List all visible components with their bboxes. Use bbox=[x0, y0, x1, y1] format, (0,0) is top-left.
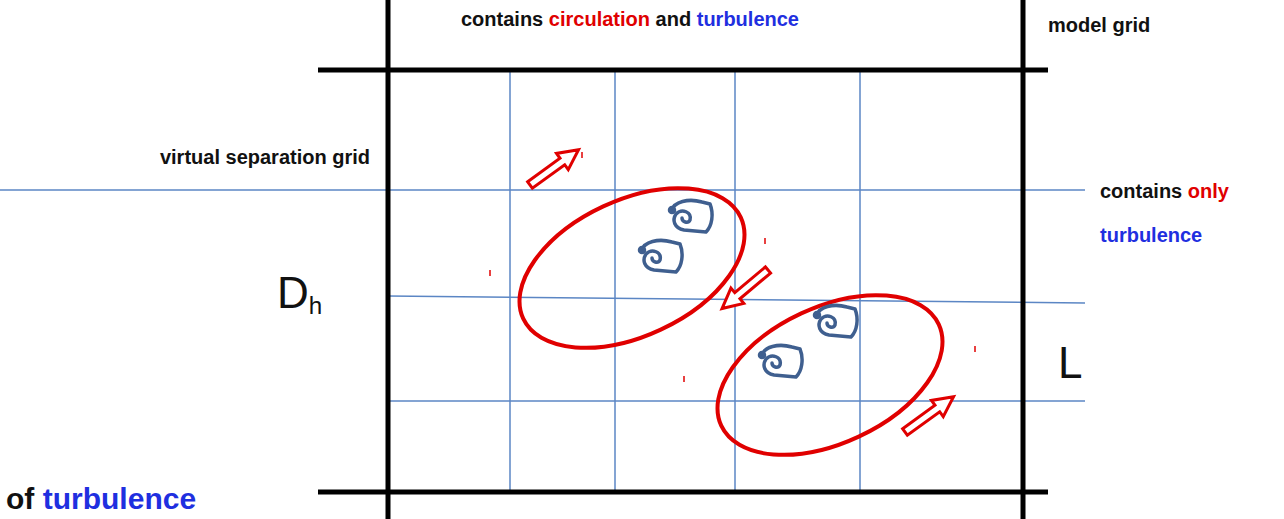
model-grid-line bbox=[318, 68, 1048, 73]
grid-line bbox=[859, 70, 861, 492]
grid-caption: model grid bbox=[1048, 14, 1150, 37]
flow-arrows bbox=[524, 142, 959, 440]
dimension-symbol: D bbox=[277, 268, 309, 317]
caption-word: of bbox=[6, 482, 34, 515]
eddy-symbol bbox=[760, 345, 803, 377]
turbulence-word: turbulence bbox=[697, 8, 799, 30]
turbulence-word: turbulence bbox=[43, 482, 196, 515]
turbulence-eddies bbox=[640, 200, 858, 377]
grid-label: model grid bbox=[1048, 14, 1150, 36]
turbulence-word: turbulence bbox=[1100, 224, 1202, 246]
circulation-cell bbox=[495, 156, 770, 381]
region-caption: contains only bbox=[1100, 180, 1229, 203]
only-word: only bbox=[1188, 180, 1229, 202]
flow-arrow bbox=[899, 389, 959, 440]
grid-line bbox=[734, 70, 736, 492]
grid-caption: virtual separation grid bbox=[160, 146, 370, 169]
model-grid-line bbox=[1021, 0, 1026, 519]
dimension-label: Dh bbox=[277, 268, 322, 320]
eddy-symbol bbox=[670, 200, 713, 232]
virtual-separation-grid bbox=[0, 70, 1085, 492]
model-grid-line bbox=[386, 0, 391, 519]
grid-line bbox=[614, 70, 616, 492]
dimension-subscript: h bbox=[309, 292, 322, 319]
caption-word: contains bbox=[461, 8, 543, 30]
circulation-word: circulation bbox=[549, 8, 650, 30]
grid-line bbox=[509, 70, 511, 492]
tick-marks bbox=[490, 152, 975, 382]
dimension-label: L bbox=[1058, 338, 1082, 389]
eddy-symbol bbox=[815, 305, 858, 337]
eddy-symbol bbox=[640, 240, 683, 272]
model-grid-line bbox=[318, 490, 1048, 495]
dimension-symbol: L bbox=[1058, 338, 1082, 387]
region-caption: turbulence bbox=[1100, 224, 1202, 247]
caption-word: and bbox=[656, 8, 692, 30]
model-grid bbox=[318, 0, 1048, 519]
note-text: of turbulence bbox=[6, 482, 196, 517]
grid-line bbox=[388, 400, 1085, 402]
circulation bbox=[495, 156, 968, 488]
circulation-cell bbox=[693, 263, 968, 488]
region-caption: contains circulation andturbulence bbox=[461, 8, 799, 31]
caption-word: contains bbox=[1100, 180, 1182, 202]
flow-arrow bbox=[524, 142, 584, 193]
grid-line bbox=[0, 189, 1085, 191]
flow-arrow bbox=[716, 262, 775, 316]
grid-label: virtual separation grid bbox=[160, 146, 370, 168]
